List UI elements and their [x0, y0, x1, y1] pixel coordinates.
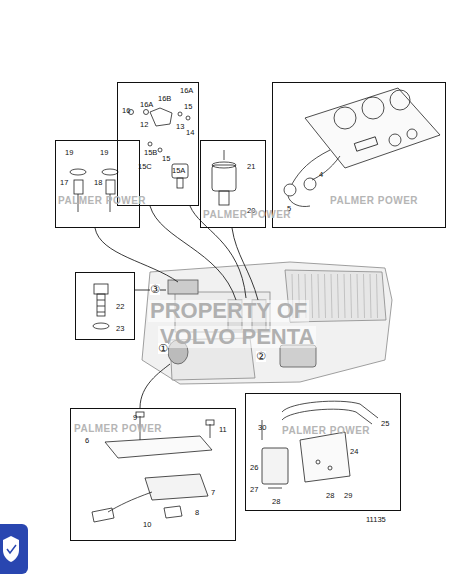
callout-number: 22: [116, 303, 124, 311]
callout-number: ①: [158, 343, 168, 354]
watermark: PALMER POWER: [282, 426, 370, 436]
callout-number: 18: [94, 179, 102, 187]
callout-number: 13: [176, 123, 184, 131]
callout-number: 21: [247, 163, 255, 171]
watermark: PALMER POWER: [203, 210, 291, 220]
callout-number: 11: [219, 426, 227, 434]
callout-number: 16A: [140, 101, 153, 109]
callout-number: 28: [272, 498, 280, 506]
callout-number: 27: [250, 486, 258, 494]
callout-number: 29: [344, 492, 352, 500]
callout-number: 6: [85, 437, 89, 445]
callout-number: 16B: [158, 95, 171, 103]
callout-number: 7: [211, 489, 215, 497]
detail-frame: 22 23: [75, 272, 135, 340]
watermark: VOLVO PENTA: [158, 326, 316, 348]
watermark: PALMER POWER: [58, 196, 146, 206]
plug-part: [93, 284, 109, 329]
sender-parts: [129, 108, 191, 188]
switch-parts: [212, 150, 236, 205]
callout-number: 16: [122, 107, 130, 115]
callout-number: 15C: [138, 163, 152, 171]
callout-number: 15A: [172, 167, 185, 175]
callout-number: 15: [162, 155, 170, 163]
callout-number: 19: [65, 149, 73, 157]
callout-number: 12: [140, 121, 148, 129]
badge-icon: [0, 524, 28, 574]
instrument-panel: [284, 88, 440, 207]
detail-frame: 30 25 24 26 27 28 28 29: [245, 393, 401, 511]
watermark: PALMER POWER: [330, 196, 418, 206]
callout-number: 19: [100, 149, 108, 157]
callout-number: 26: [250, 464, 258, 472]
watermark: PROPERTY OF: [148, 300, 309, 322]
engine-illustration: [142, 262, 392, 384]
callout-number: 17: [60, 179, 68, 187]
drawing-number: 11135: [366, 516, 386, 524]
callout-number: 23: [116, 325, 124, 333]
detail-frame: 19 19 17 18: [55, 140, 140, 228]
callout-number: 10: [143, 521, 151, 529]
callout-number: 14: [186, 129, 194, 137]
callout-number: 30: [258, 424, 266, 432]
callout-number: ③: [150, 284, 160, 295]
callout-number: 24: [350, 448, 358, 456]
relay-bracket: [262, 401, 378, 488]
callout-number: 25: [381, 420, 389, 428]
callout-number: 16A: [180, 87, 193, 95]
detail-frame: 45: [272, 82, 446, 228]
callout-number: 9: [133, 414, 137, 422]
callout-number: 15B: [144, 149, 157, 157]
detail-frame: 16A1616A16B1215131415B1515A15C: [117, 82, 199, 206]
callout-number: 4: [319, 171, 323, 179]
callout-number: 28: [326, 492, 334, 500]
callout-number: ②: [256, 351, 266, 362]
callout-number: 8: [195, 509, 199, 517]
watermark: PALMER POWER: [74, 424, 162, 434]
callout-number: 15: [184, 103, 192, 111]
